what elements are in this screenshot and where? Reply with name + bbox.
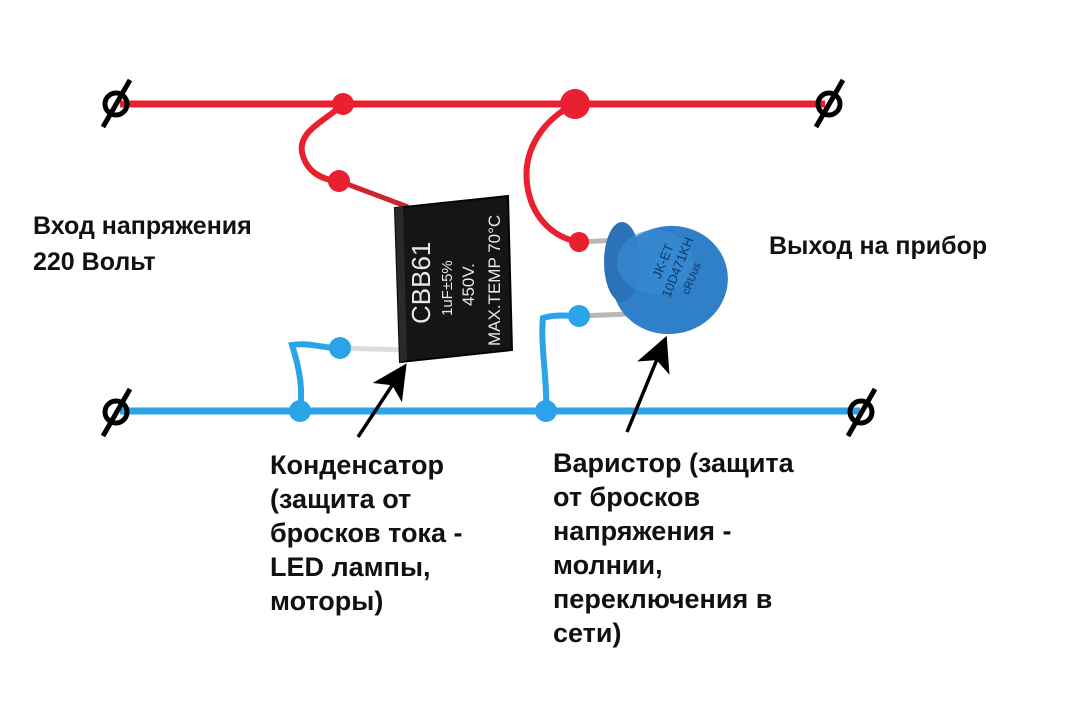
arrow-icon — [625, 335, 670, 433]
capacitor: CBB61 1uF±5% 450V. MAX.TEMP 70°C — [393, 194, 514, 364]
junction-dot — [535, 400, 557, 422]
terminal-symbol-icon — [813, 78, 846, 129]
output-device-label: Выход на прибор — [769, 232, 988, 260]
capacitor-voltage-text: 450V. — [459, 263, 478, 306]
junction-dot — [289, 400, 311, 422]
neutral-branch-varistor — [539, 312, 580, 412]
varistor: JK-ET 10D471KH cRUus — [604, 222, 728, 335]
capacitor-live-lead — [338, 178, 409, 210]
junction-dot — [328, 170, 350, 192]
live-branch-varistor — [523, 101, 580, 245]
junction-dot — [569, 232, 589, 252]
junction-dot — [332, 93, 354, 115]
capacitor-temperature-text: MAX.TEMP 70°C — [485, 215, 504, 346]
arrow-icon — [356, 363, 407, 438]
junction-dot — [560, 89, 590, 119]
terminal-symbol-icon — [100, 387, 133, 438]
neutral-branch-capacitor — [288, 341, 341, 412]
terminal-symbol-icon — [100, 78, 133, 129]
capacitor-description: Конденсатор (защита от бросков тока - LE… — [270, 450, 463, 616]
junction-dot — [329, 337, 351, 359]
junction-dot — [568, 305, 590, 327]
live-branch-capacitor — [298, 101, 346, 184]
varistor-description: Варистор (защита от бросков напряжения -… — [553, 448, 794, 648]
input-voltage-label: Вход напряжения 220 Вольт — [33, 212, 252, 276]
terminal-symbol-icon — [845, 387, 878, 438]
capacitor-model-text: CBB61 — [406, 242, 436, 324]
capacitor-capacitance-text: 1uF±5% — [439, 260, 456, 316]
capacitor-neutral-lead — [339, 345, 407, 353]
